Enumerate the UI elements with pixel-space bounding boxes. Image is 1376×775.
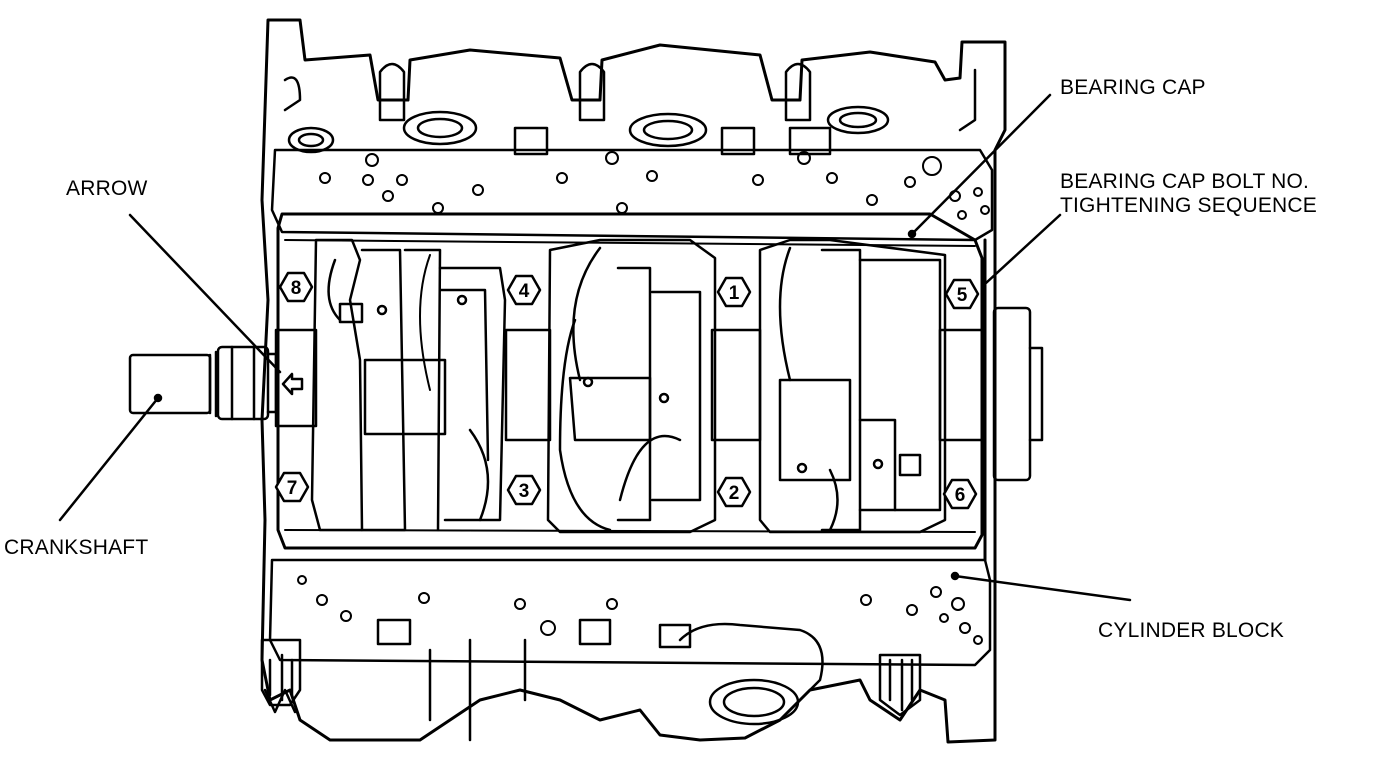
leader-lines bbox=[58, 93, 1132, 602]
bearing-cap bbox=[274, 212, 984, 550]
bolt-sequence-label-line1: BEARING CAP BOLT NO. bbox=[1060, 170, 1310, 193]
crankshaft-flange bbox=[983, 238, 1044, 562]
arrow-label: ARROW bbox=[66, 177, 148, 200]
bolt-8: 8 bbox=[278, 271, 314, 303]
bolt-8-number: 8 bbox=[291, 278, 302, 299]
crankshaft-snout bbox=[128, 345, 278, 421]
bolt-7: 7 bbox=[274, 471, 310, 503]
bolt-2-number: 2 bbox=[729, 483, 740, 504]
timing-arrow-icon bbox=[281, 372, 304, 396]
bolt-3: 3 bbox=[506, 474, 542, 506]
bearing-cap-label: BEARING CAP bbox=[1060, 76, 1206, 99]
bolt-markers: 8 4 1 5 7 3 2 6 bbox=[274, 271, 980, 510]
bolt-3-number: 3 bbox=[519, 481, 530, 502]
bolt-2: 2 bbox=[716, 476, 752, 508]
crankshaft-label: CRANKSHAFT bbox=[4, 536, 149, 559]
bolt-1-number: 1 bbox=[729, 283, 740, 304]
cylinder-block-label: CYLINDER BLOCK bbox=[1098, 619, 1285, 642]
bolt-4-number: 4 bbox=[519, 281, 530, 302]
bolt-5-number: 5 bbox=[957, 285, 968, 306]
bolt-5: 5 bbox=[944, 278, 980, 310]
bolt-sequence-label-line2: TIGHTENING SEQUENCE bbox=[1060, 194, 1317, 217]
cylinder-block bbox=[260, 18, 1007, 744]
bolt-7-number: 7 bbox=[287, 478, 298, 499]
crank-throws bbox=[310, 238, 947, 534]
bolt-1: 1 bbox=[716, 276, 752, 308]
bolt-6-number: 6 bbox=[955, 485, 966, 506]
bolt-4: 4 bbox=[506, 274, 542, 306]
bolt-6: 6 bbox=[942, 478, 978, 510]
